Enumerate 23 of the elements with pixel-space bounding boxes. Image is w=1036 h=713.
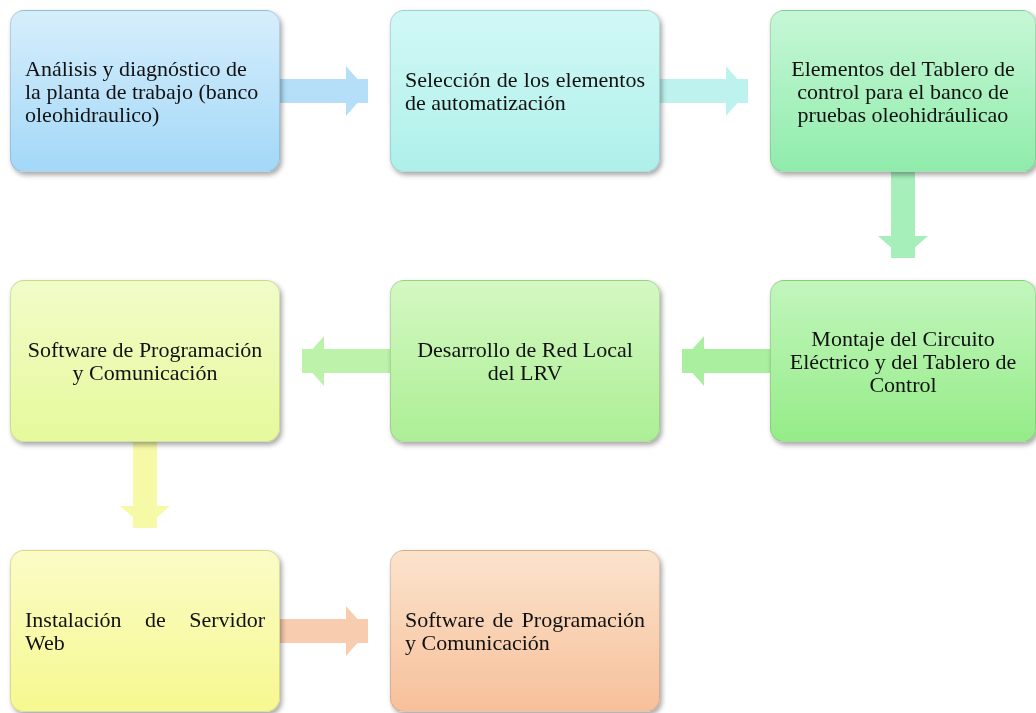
step-text: Elementos del Tablero de control para el banco de pruebas oleohidráulicao: [790, 56, 1016, 126]
process-box: [770, 280, 1036, 442]
step-text: Análisis y diagnóstico de la planta de trabajo (banco oleohidraulico): [25, 56, 260, 126]
step-text: Software de Programación y Comunicación: [405, 608, 645, 654]
block-arrow: [280, 606, 368, 656]
block-arrow: [120, 442, 170, 528]
block-arrow: [302, 336, 390, 386]
block-arrow: [660, 66, 748, 116]
process-box: [390, 550, 660, 712]
step-text: Montaje del Circuito Eléctrico y del Tablero de Control: [788, 326, 1018, 396]
step-text: Desarrollo de Red Local del LRV: [416, 338, 634, 384]
process-box: [10, 550, 280, 712]
step-text: Selección de los elementos de automatización: [405, 68, 645, 114]
process-box: [10, 10, 280, 172]
process-box: [10, 280, 280, 442]
step-text: Instalación de Servidor Web: [25, 608, 265, 654]
block-arrow: [878, 172, 928, 258]
block-arrow: [682, 336, 770, 386]
process-box: [770, 10, 1036, 172]
block-arrow: [280, 66, 368, 116]
process-box: [390, 280, 660, 442]
step-text: Software de Programación y Comunicación: [26, 338, 264, 384]
process-box: [390, 10, 660, 172]
